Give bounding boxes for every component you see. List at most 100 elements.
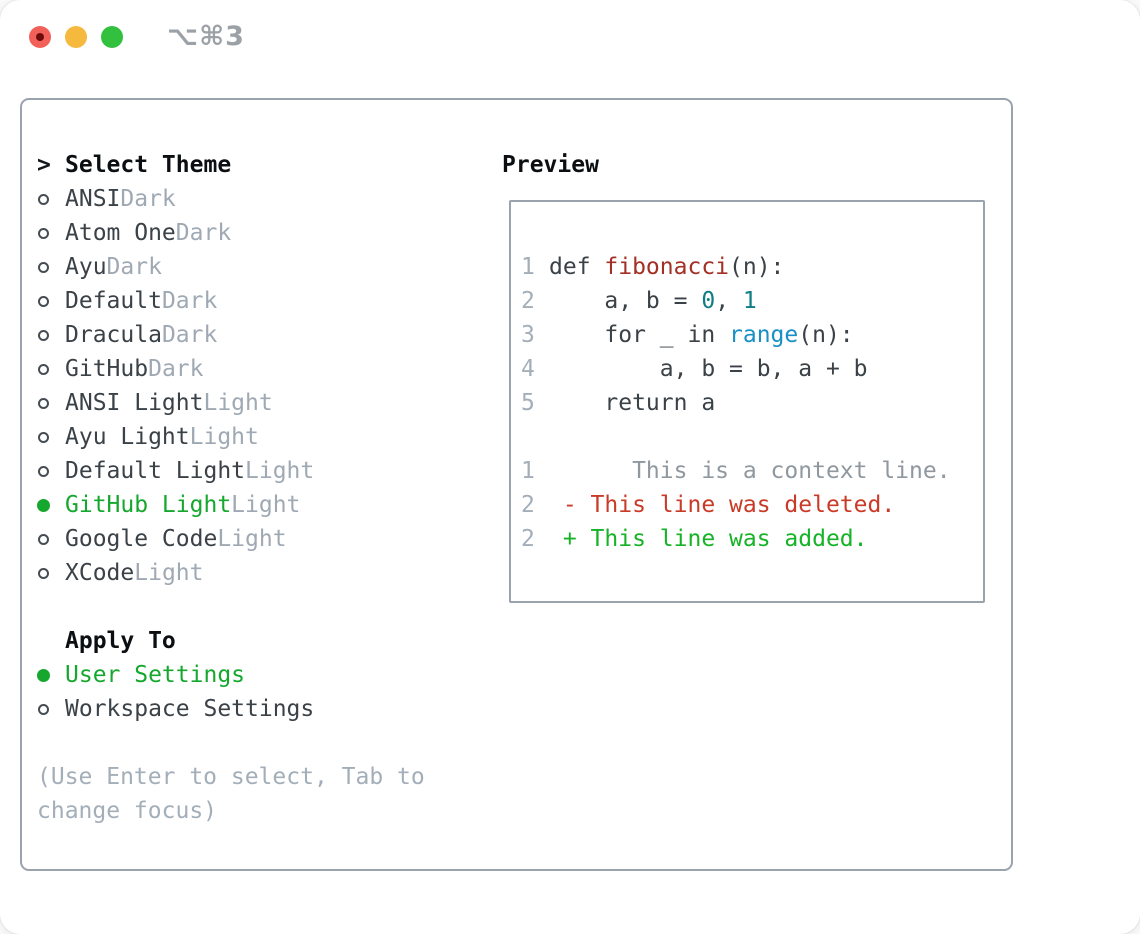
select-theme-header: Select Theme [65,152,232,178]
line-number: 4 [521,356,535,382]
line-number: 2 [521,288,535,314]
code-token: 0 [701,288,716,314]
theme-variant-label: Light [134,560,204,586]
help-line-1: (Use Enter to select, Tab to [37,764,425,790]
preview-code-line: 2 a, b = 0, 1 [521,284,983,318]
theme-option[interactable]: Dracula Dark [37,318,425,352]
radio-prefix [37,363,65,375]
radio-icon [38,533,49,545]
preview-code-line: 5 return a [521,386,983,420]
line-number: 1 [521,254,535,280]
apply-option[interactable]: Workspace Settings [37,692,425,726]
apply-option[interactable]: User Settings [37,658,425,692]
code-text: a, b = 0, 1 [549,284,757,318]
radio-selected-icon [37,498,50,512]
theme-option[interactable]: ANSI Dark [37,182,425,216]
traffic-lights [29,26,123,48]
apply-option-label: User Settings [65,662,246,688]
theme-variant-label: Dark [120,186,176,212]
theme-variant-label: Dark [175,220,232,246]
radio-icon [38,193,49,205]
spacer [521,420,983,454]
code-token: a, b = [549,288,702,314]
theme-option-label: GitHub [65,356,149,382]
radio-icon [38,397,49,409]
pointer-icon: > [37,152,51,178]
theme-option[interactable]: Ayu Dark [37,250,425,284]
theme-option[interactable]: ANSI Light Light [37,386,425,420]
code-token: return a [549,390,716,416]
preview-code-line: 3 for _ in range(n): [521,318,983,352]
theme-option-label: XCode [65,560,135,586]
code-text: This is a context line. [549,454,951,488]
spacer [37,726,425,760]
theme-option[interactable]: XCode Light [37,556,425,590]
preview-diff-line: 2 - This line was deleted. [521,488,983,522]
theme-option-label: Ayu Light [65,424,190,450]
theme-option[interactable]: Ayu Light Light [37,420,425,454]
zoom-button[interactable] [101,26,123,48]
theme-option-label: Google Code [65,526,218,552]
radio-icon [38,567,49,579]
radio-selected-icon [37,668,50,682]
radio-prefix [37,431,65,443]
theme-option-label: Dracula [65,322,162,348]
radio-prefix [37,261,65,273]
code-token: 1 [742,288,757,314]
theme-option[interactable]: GitHub Dark [37,352,425,386]
code-text: a, b = b, a + b [549,352,868,386]
radio-icon [38,295,49,307]
theme-variant-label: Light [231,492,301,518]
theme-option[interactable]: Google Code Light [37,522,425,556]
theme-option-label: Default Light [65,458,246,484]
radio-prefix [37,668,65,682]
preview-header: Preview [502,152,599,178]
radio-icon [38,465,49,477]
theme-variant-label: Light [245,458,315,484]
code-token: fibonacci [604,254,730,280]
code-text: def fibonacci(n): [549,250,784,284]
code-text: - This line was deleted. [549,488,895,522]
code-text: + This line was added. [549,522,868,556]
code-token: This is a context line. [549,458,951,484]
theme-option-label: ANSI [65,186,121,212]
minimize-button[interactable] [65,26,87,48]
theme-variant-label: Light [203,390,273,416]
preview-code-line: 4 a, b = b, a + b [521,352,983,386]
help-line-2: change focus) [37,798,218,824]
theme-option-label: Atom One [65,220,176,246]
theme-option-label: Ayu [65,254,107,280]
radio-prefix [37,397,65,409]
apply-to-header: Apply To [65,628,176,654]
line-number: 3 [521,322,535,348]
radio-icon [38,363,49,375]
code-token: (n): [729,254,785,280]
radio-prefix [37,533,65,545]
select-theme-header-row: > Select Theme [37,148,425,182]
theme-option[interactable]: Atom One Dark [37,216,425,250]
theme-option-label: ANSI Light [65,390,204,416]
window-title: ⌥⌘3 [167,21,245,52]
theme-option[interactable]: Default Light Light [37,454,425,488]
radio-icon [38,703,49,715]
close-button[interactable] [29,26,51,48]
radio-icon [38,329,49,341]
spacer [37,590,425,624]
code-text: return a [549,386,715,420]
preview-diff-block: 1 This is a context line. 2 - This line w… [521,454,983,556]
line-number: 1 [521,458,535,484]
radio-prefix [37,567,65,579]
line-number: 2 [521,492,535,518]
radio-prefix [37,465,65,477]
line-number: 5 [521,390,535,416]
code-token: def [549,254,605,280]
theme-option[interactable]: GitHub Light Light [37,488,425,522]
radio-prefix [37,703,65,715]
theme-option[interactable]: Default Dark [37,284,425,318]
theme-variant-label: Dark [148,356,204,382]
